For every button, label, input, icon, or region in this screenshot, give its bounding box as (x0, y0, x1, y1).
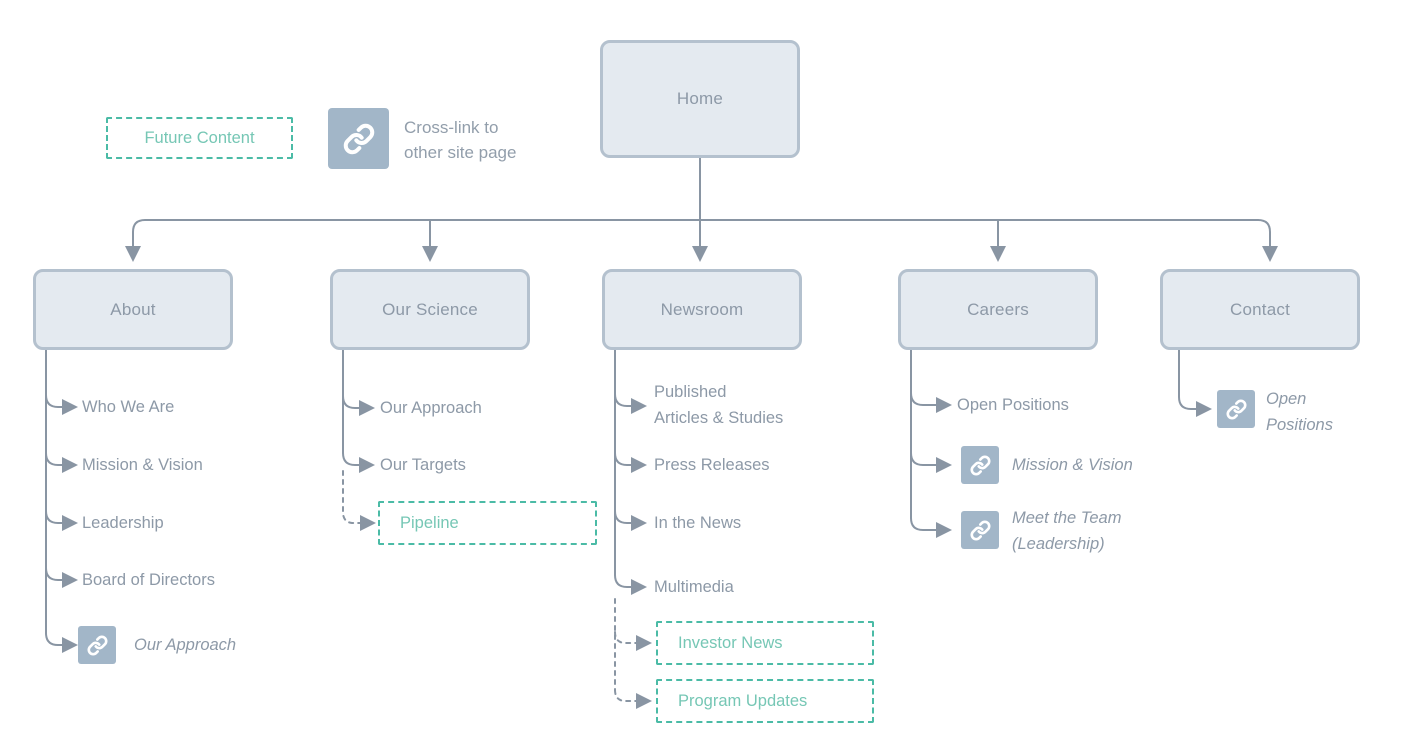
page-press-releases: Press Releases (654, 456, 770, 474)
future-pipeline: Pipeline (378, 501, 597, 545)
node-our-science: Our Science (330, 269, 530, 350)
cross-link-mission-vision: Mission & Vision (1012, 456, 1133, 474)
page-mission-vision: Mission & Vision (82, 456, 203, 474)
node-home: Home (600, 40, 800, 158)
future-investor-news: Investor News (656, 621, 874, 665)
cross-link-chip-mission-vision (961, 446, 999, 484)
cross-link-meet-the-team: Meet the Team (Leadership) (1012, 509, 1122, 553)
node-about-label: About (110, 299, 156, 319)
legend-future-content: Future Content (106, 117, 293, 159)
page-our-approach: Our Approach (380, 399, 482, 417)
cross-link-chip-meet-the-team (961, 511, 999, 549)
future-program-updates: Program Updates (656, 679, 874, 723)
cross-link-chip-our-approach (78, 626, 116, 664)
future-program-updates-label: Program Updates (678, 691, 808, 710)
node-newsroom: Newsroom (602, 269, 802, 350)
legend-cross-link-label: Cross-link to other site page (404, 118, 517, 162)
cross-link-open-positions: Open Positions (1266, 390, 1333, 434)
page-published-articles: Published Articles & Studies (654, 383, 784, 427)
legend-future-content-label: Future Content (144, 128, 255, 147)
cross-link-our-approach: Our Approach (134, 636, 237, 654)
page-who-we-are: Who We Are (82, 398, 175, 416)
node-our-science-label: Our Science (382, 299, 478, 319)
link-icon (87, 635, 107, 655)
link-icon (343, 123, 374, 154)
node-contact: Contact (1160, 269, 1360, 350)
node-contact-label: Contact (1230, 299, 1290, 319)
link-icon (970, 520, 990, 540)
node-careers: Careers (898, 269, 1098, 350)
page-in-the-news: In the News (654, 514, 742, 532)
page-leadership: Leadership (82, 514, 164, 532)
legend-cross-link-icon (328, 108, 389, 169)
node-newsroom-label: Newsroom (660, 299, 744, 319)
page-multimedia: Multimedia (654, 578, 734, 596)
page-open-positions: Open Positions (957, 396, 1069, 414)
link-icon (1226, 399, 1246, 419)
link-icon (970, 455, 990, 475)
node-careers-label: Careers (967, 299, 1029, 319)
node-about: About (33, 269, 233, 350)
future-investor-news-label: Investor News (678, 633, 783, 652)
page-our-targets: Our Targets (380, 456, 466, 474)
page-board-of-directors: Board of Directors (82, 571, 215, 589)
cross-link-chip-open-positions (1217, 390, 1255, 428)
future-pipeline-label: Pipeline (400, 513, 459, 532)
node-home-label: Home (676, 89, 724, 108)
